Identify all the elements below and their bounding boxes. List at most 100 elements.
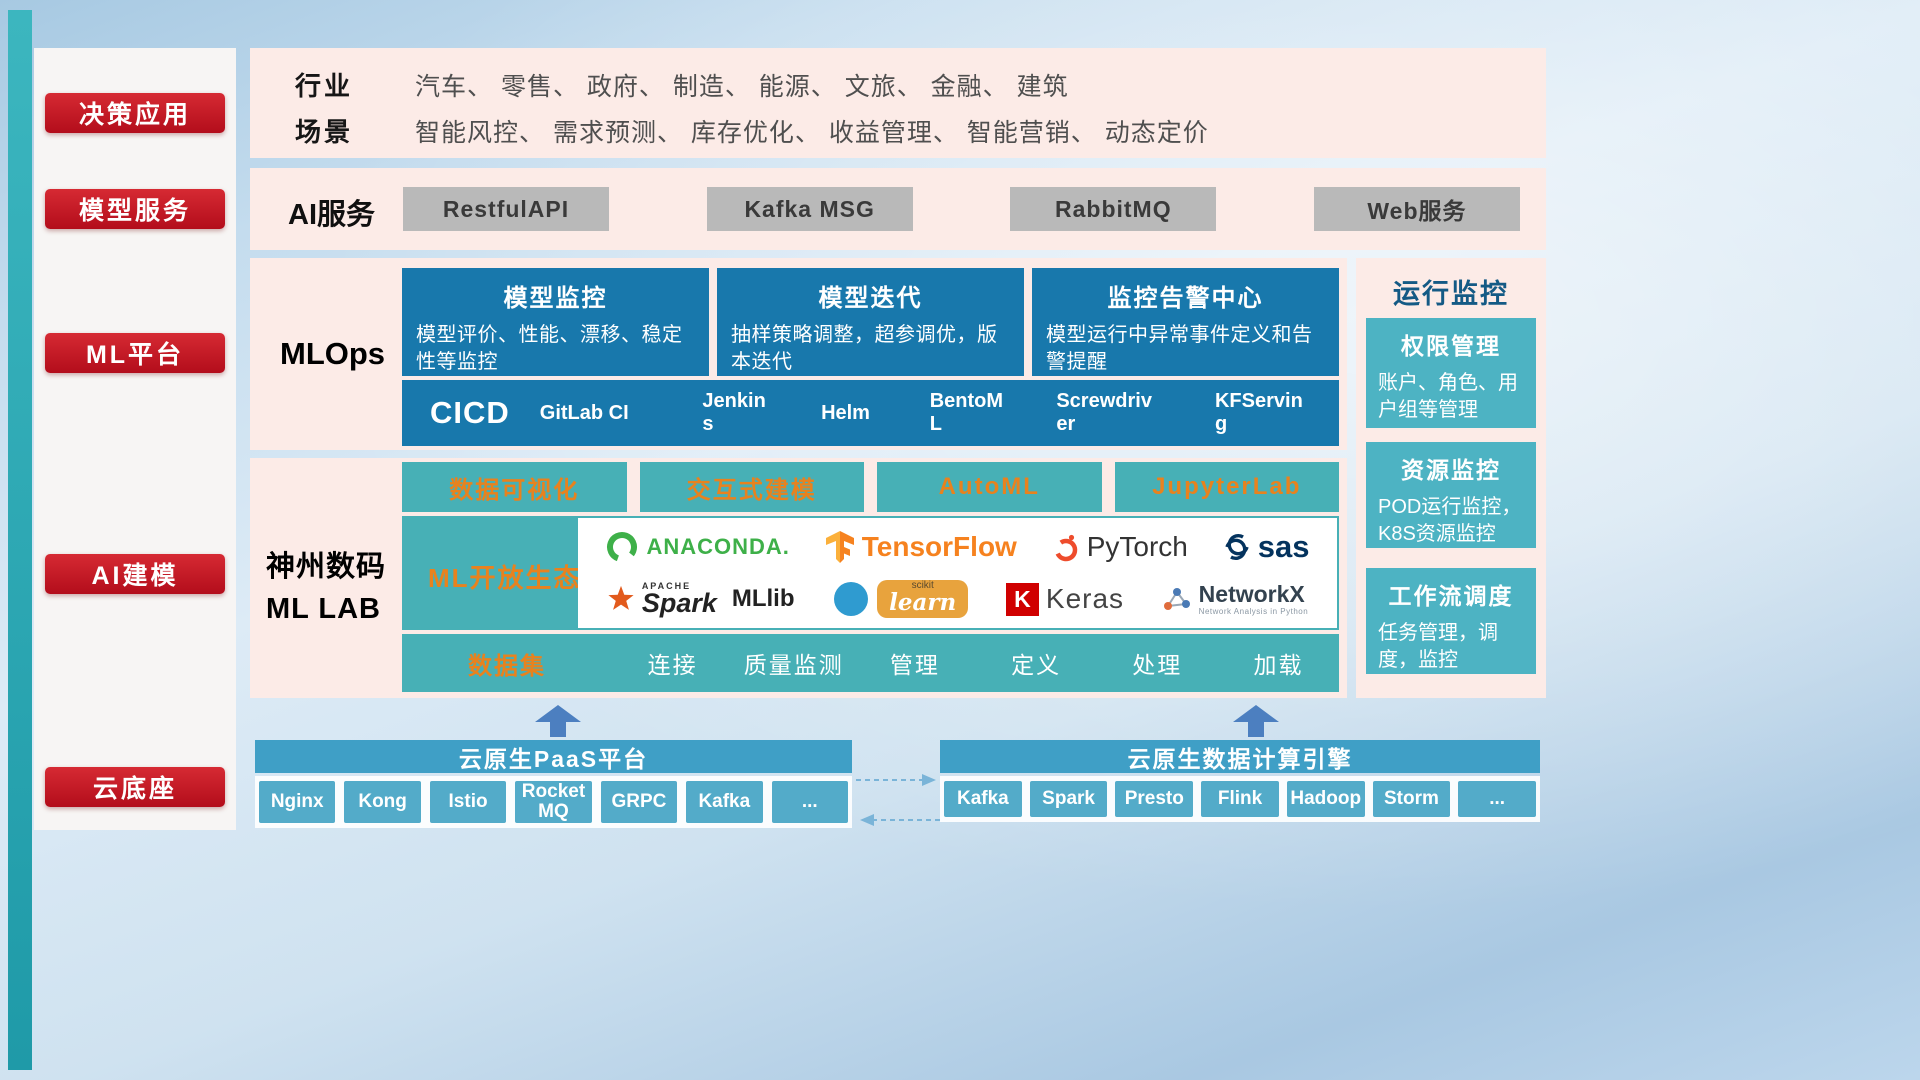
- engine-kafka: Kafka: [944, 781, 1022, 817]
- card-desc: 抽样策略调整，超参调优，版本迭代: [731, 324, 998, 373]
- service-web: Web服务: [1313, 187, 1520, 231]
- ecosystem-logo-panel: ANACONDA. TensorFlow: [578, 518, 1337, 628]
- cicd-helm: Helm: [821, 401, 870, 424]
- keras-logo: K Keras: [1005, 582, 1125, 616]
- engine-hadoop: Hadoop: [1286, 781, 1365, 817]
- keras-k-icon: K: [1005, 582, 1039, 616]
- cicd-jenkins: Jenkins: [702, 390, 766, 435]
- spark-mllib-logo: APACHE Spark MLlib: [607, 581, 795, 617]
- up-arrow-icon: [535, 705, 581, 739]
- pytorch-logo: PyTorch: [1052, 531, 1188, 563]
- sidebar-item-ai-modeling: AI建模: [45, 554, 225, 594]
- logo-row-top: ANACONDA. TensorFlow: [588, 521, 1327, 573]
- monitor-title: 运行监控: [1393, 279, 1509, 309]
- dataset-connect: 连接: [647, 652, 698, 678]
- tool-interactive-modeling: 交互式建模: [639, 462, 864, 512]
- service-kafka-msg: Kafka MSG: [706, 187, 913, 231]
- card-desc: POD运行监控，K8S资源监控: [1378, 496, 1522, 545]
- card-title: 监控告警中心: [1107, 285, 1264, 312]
- mllab-tools-row: 数据可视化 交互式建模 AutoML JupyterLab: [402, 462, 1339, 512]
- keras-text: Keras: [1045, 583, 1125, 614]
- pytorch-text: PyTorch: [1086, 531, 1188, 562]
- cicd-kfserving: KFServing: [1214, 390, 1303, 435]
- paas-kafka: Kafka: [686, 781, 763, 823]
- up-arrow-icon: [1233, 705, 1279, 739]
- engine-buttons-strip: Kafka Spark Presto Flink Hadoop Storm ..…: [940, 776, 1540, 822]
- service-restfulapi: RestfulAPI: [403, 187, 609, 231]
- spark-text-stack: APACHE Spark: [642, 581, 717, 617]
- tensorflow-icon: [825, 531, 854, 563]
- engine-spark: Spark: [1029, 781, 1108, 817]
- card-model-monitoring: 模型监控 模型评价、性能、漂移、稳定性等监控: [402, 268, 709, 376]
- cicd-bentoml: BentoML: [929, 390, 1004, 435]
- sas-icon: [1225, 533, 1249, 561]
- paas-nginx: Nginx: [259, 781, 336, 823]
- card-model-iteration: 模型迭代 抽样策略调整，超参调优，版本迭代: [717, 268, 1024, 376]
- dataset-quality: 质量监测: [743, 652, 844, 678]
- sidebar-item-model-service: 模型服务: [45, 189, 225, 229]
- mllab-label-line2: ML LAB: [266, 593, 382, 626]
- card-title: 权限管理: [1401, 333, 1501, 359]
- cicd-title: CICD: [430, 395, 510, 430]
- scikit-circle-icon: [834, 582, 869, 616]
- mllab-label-line1: 神州数码: [266, 551, 387, 583]
- tool-data-visualization: 数据可视化: [402, 462, 627, 512]
- spark-icon: [608, 585, 634, 610]
- dataset-label: 数据集: [468, 652, 546, 680]
- service-rabbitmq: RabbitMQ: [1010, 187, 1217, 231]
- anaconda-logo: ANACONDA.: [605, 530, 789, 564]
- paas-grpc: GRPC: [600, 781, 678, 823]
- card-permission-mgmt: 权限管理 账户、角色、用户组等管理: [1366, 318, 1536, 428]
- card-desc: 账户、角色、用户组等管理: [1378, 372, 1518, 421]
- tool-jupyterlab: JupyterLab: [1114, 462, 1339, 512]
- anaconda-text: ANACONDA.: [646, 534, 790, 559]
- paas-rocketmq: RocketMQ: [515, 781, 592, 823]
- engine-flink: Flink: [1201, 781, 1279, 817]
- industry-list: 汽车、 零售、 政府、 制造、 能源、 文旅、 金融、 建筑: [415, 72, 1069, 101]
- dataset-row: 数据集 连接 质量监测 管理 定义 处理 加载: [402, 634, 1339, 692]
- left-accent-strip: [8, 10, 32, 1070]
- networkx-subtitle: Network Analysis in Python: [1198, 606, 1309, 616]
- sas-logo: sas: [1223, 529, 1310, 565]
- tensorflow-logo: TensorFlow: [825, 531, 1017, 563]
- scikit-learn-logo: scikit learn: [832, 580, 969, 618]
- sidebar-item-ml-platform: ML平台: [45, 333, 225, 373]
- networkx-logo: NetworkX Network Analysis in Python: [1162, 582, 1309, 616]
- scenario-label: 场景: [295, 117, 354, 147]
- card-resource-monitor: 资源监控 POD运行监控，K8S资源监控: [1366, 442, 1536, 548]
- sas-text: sas: [1257, 529, 1310, 564]
- cicd-items: GitLab CI Jenkins Helm BentoML Screwdriv…: [540, 390, 1339, 436]
- cicd-screwdriver: Screwdriver: [1056, 390, 1152, 435]
- ai-service-label: AI服务: [288, 199, 376, 231]
- mlops-cards: 模型监控 模型评价、性能、漂移、稳定性等监控 模型迭代 抽样策略调整，超参调优，…: [402, 268, 1339, 376]
- logo-row-bottom: APACHE Spark MLlib scikit learn K: [588, 573, 1327, 625]
- card-title: 模型迭代: [818, 285, 923, 312]
- layer-sidebar-panel: [34, 48, 236, 830]
- scenario-list: 智能风控、 需求预测、 库存优化、 收益管理、 智能营销、 动态定价: [415, 118, 1209, 147]
- dataset-load: 加载: [1253, 652, 1304, 678]
- bidirectional-dashed-arrows-icon: [856, 774, 940, 826]
- ai-service-buttons: RestfulAPI Kafka MSG RabbitMQ Web服务: [403, 187, 1520, 231]
- runtime-monitor-column: 运行监控 权限管理 账户、角色、用户组等管理 资源监控 POD运行监控，K8S资…: [1356, 258, 1546, 698]
- ai-service-band: AI服务 RestfulAPI Kafka MSG RabbitMQ Web服务: [250, 168, 1546, 250]
- paas-kong: Kong: [344, 781, 421, 823]
- mllab-label: 神州数码 ML LAB: [266, 546, 386, 630]
- card-title: 资源监控: [1401, 457, 1501, 483]
- dataset-define: 定义: [1011, 652, 1062, 678]
- mlops-band: MLOps 模型监控 模型评价、性能、漂移、稳定性等监控 模型迭代 抽样策略调整…: [250, 258, 1347, 450]
- networkx-text-stack: NetworkX Network Analysis in Python: [1199, 582, 1309, 615]
- dataset-process: 处理: [1132, 652, 1183, 678]
- paas-more: ...: [771, 781, 848, 823]
- card-title: 工作流调度: [1388, 583, 1514, 609]
- tool-automl: AutoML: [877, 462, 1102, 512]
- networkx-icon: [1163, 587, 1190, 610]
- mllib-text: MLlib: [731, 584, 795, 612]
- sidebar-item-cloud-base: 云底座: [45, 767, 225, 807]
- card-title: 模型监控: [503, 285, 608, 312]
- scikit-top-text: scikit: [911, 580, 934, 591]
- mlops-label: MLOps: [280, 336, 386, 371]
- tensorflow-text: TensorFlow: [861, 531, 1017, 562]
- cicd-bar: CICD GitLab CI Jenkins Helm BentoML Scre…: [402, 380, 1339, 446]
- data-engine-bar: 云原生数据计算引擎: [940, 740, 1540, 773]
